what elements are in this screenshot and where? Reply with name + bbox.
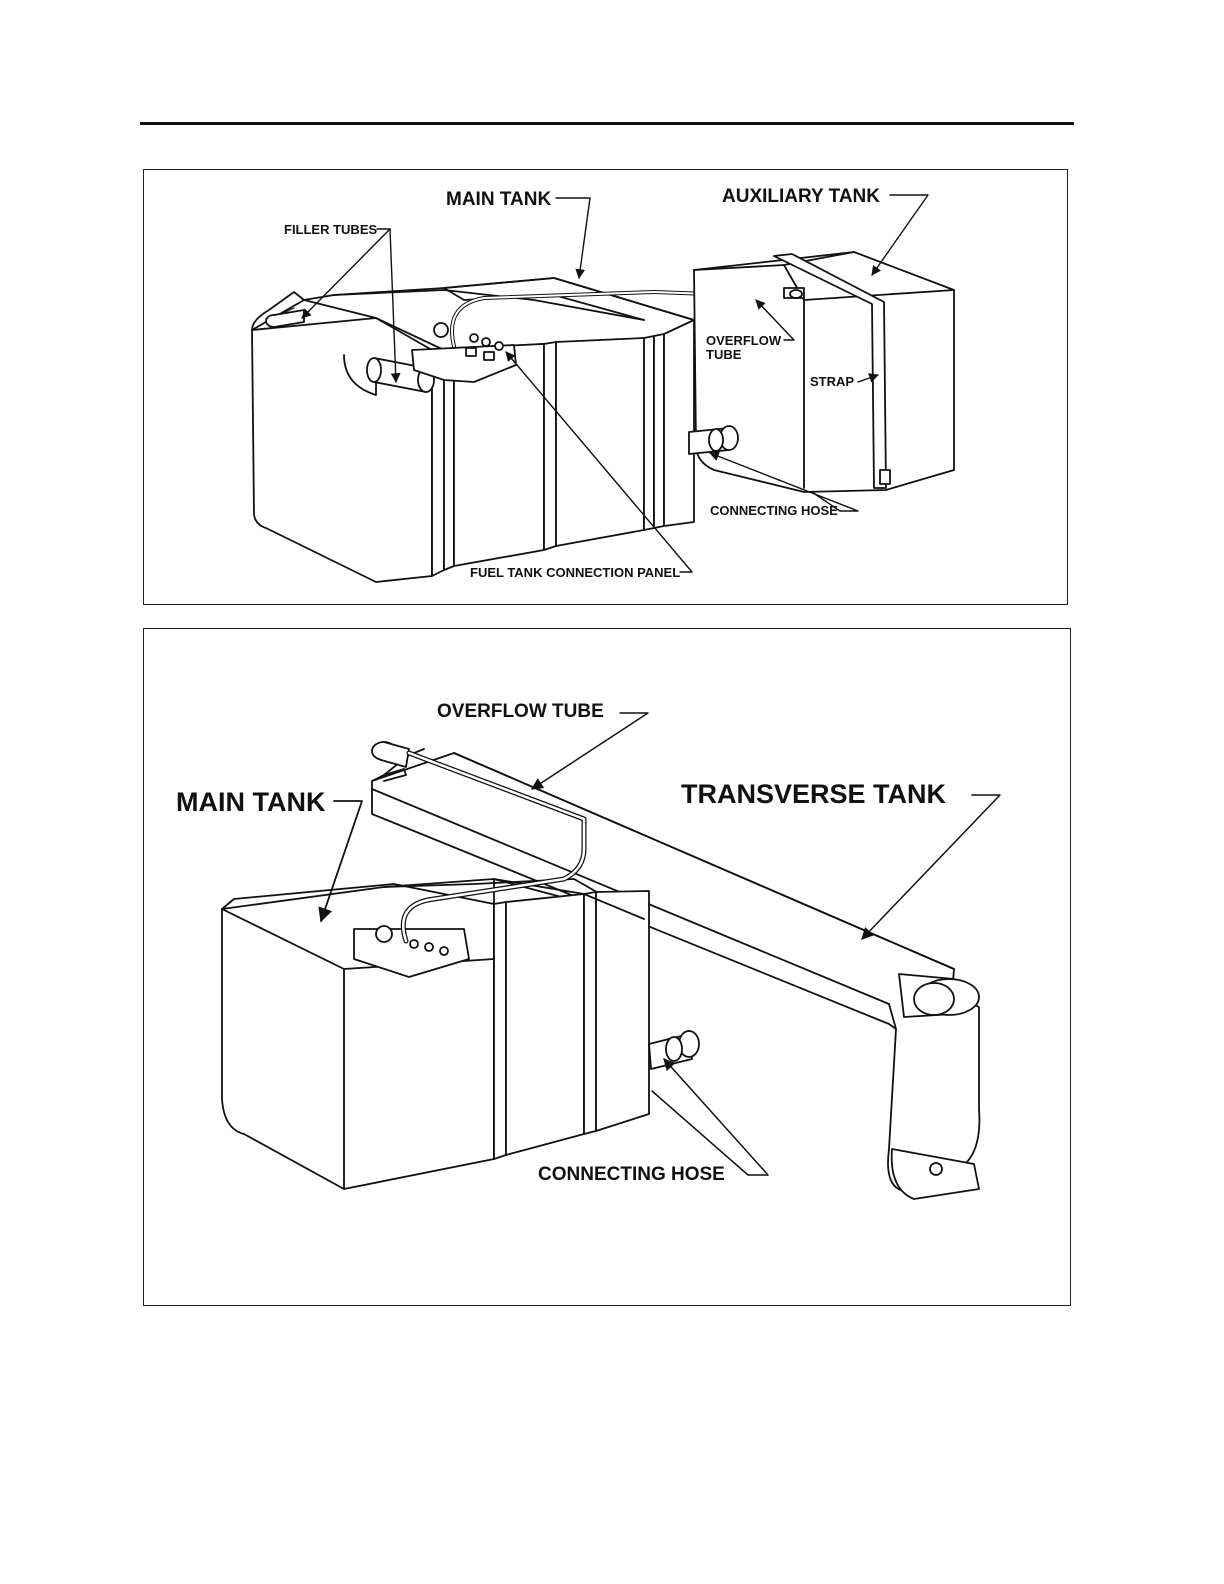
- top-auxiliary-tank-drawing: [689, 252, 954, 492]
- top-label-strap: STRAP: [810, 375, 854, 388]
- figure-bottom-panel: OVERFLOW TUBE MAIN TANK TRANSVERSE TANK …: [143, 628, 1071, 1306]
- figure-top-drawing: [144, 170, 1069, 606]
- figure-bottom-drawing: [144, 629, 1072, 1307]
- top-label-auxiliary-tank: AUXILIARY TANK: [722, 187, 880, 206]
- bottom-label-overflow-tube: OVERFLOW TUBE: [437, 702, 604, 721]
- top-main-tank-drawing: [252, 278, 694, 582]
- top-label-fuel-tank-connection-panel: FUEL TANK CONNECTION PANEL: [470, 566, 680, 579]
- top-label-overflow-tube-1: OVERFLOW: [706, 334, 781, 347]
- bottom-label-main-tank: MAIN TANK: [176, 789, 325, 816]
- bottom-label-transverse-tank: TRANSVERSE TANK: [681, 781, 946, 808]
- top-label-connecting-hose: CONNECTING HOSE: [710, 504, 838, 517]
- bottom-label-connecting-hose: CONNECTING HOSE: [538, 1165, 725, 1184]
- top-label-filler-tubes: FILLER TUBES: [284, 223, 377, 236]
- bottom-main-tank-drawing: [222, 879, 699, 1189]
- header-rule: [140, 122, 1074, 125]
- top-label-main-tank: MAIN TANK: [446, 190, 551, 209]
- top-label-overflow-tube-2: TUBE: [706, 348, 741, 361]
- figure-top-panel: MAIN TANK AUXILIARY TANK FILLER TUBES OV…: [143, 169, 1068, 605]
